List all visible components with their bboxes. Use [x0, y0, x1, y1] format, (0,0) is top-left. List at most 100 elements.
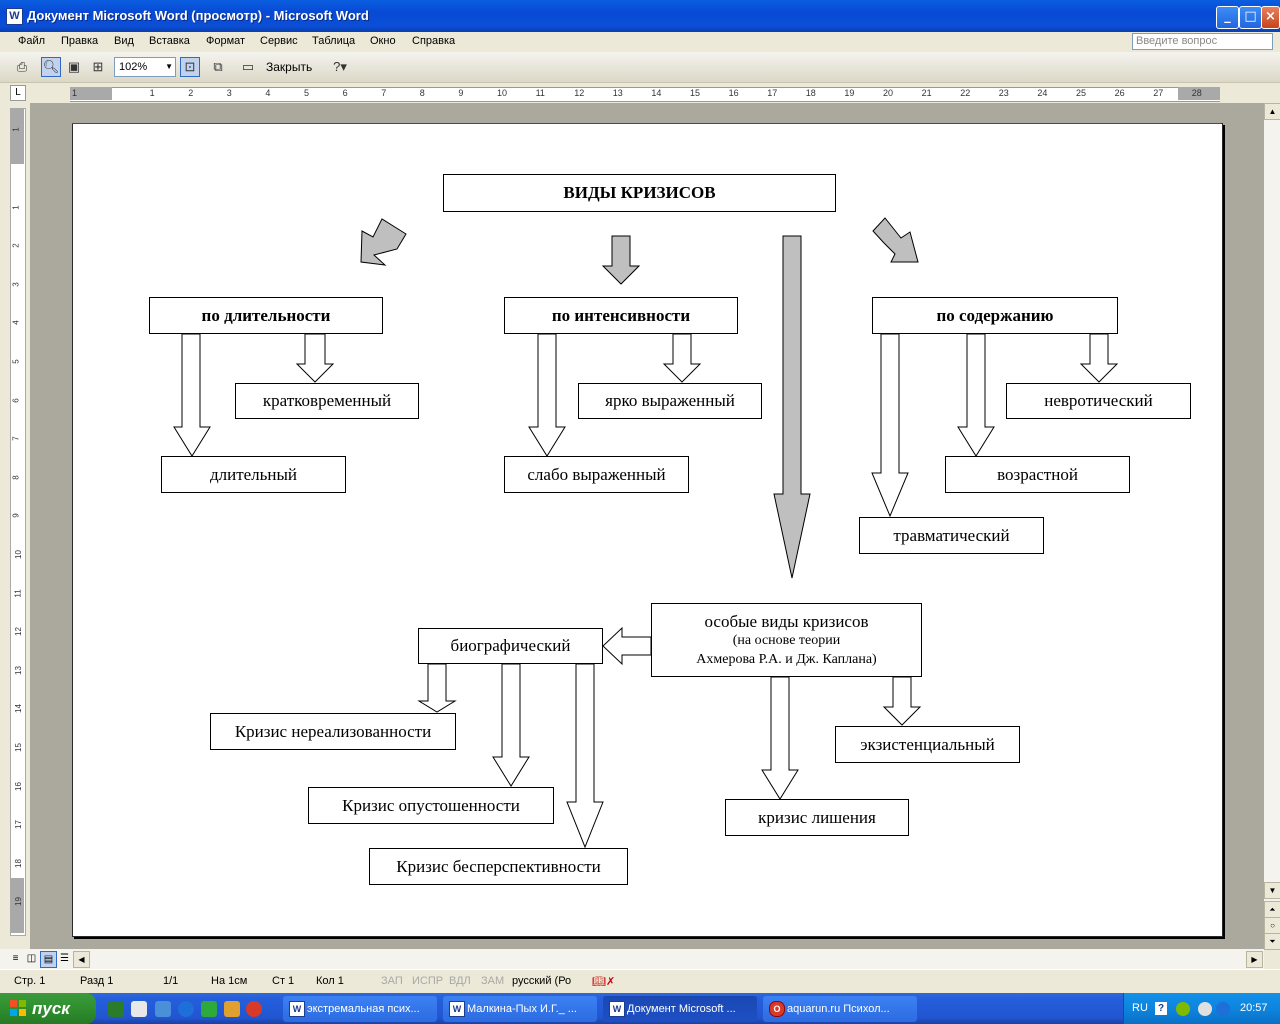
status-ovr[interactable]: ЗАМ: [481, 975, 505, 987]
box-special: особые виды кризисов (на основе теории А…: [651, 603, 922, 677]
internet-explorer-icon[interactable]: [178, 1001, 194, 1017]
messenger-icon[interactable]: [201, 1001, 217, 1017]
clock: 20:57: [1240, 1002, 1268, 1014]
status-trk[interactable]: ИСПР: [412, 975, 444, 987]
ruler-number: 2: [188, 88, 194, 98]
magnifier-icon[interactable]: 🔍︎: [41, 57, 61, 77]
next-page-icon[interactable]: ⏷: [1264, 933, 1280, 950]
multiple-pages-icon[interactable]: ⊞: [92, 59, 104, 74]
ruler-number: 10: [497, 88, 508, 98]
show-desktop-icon[interactable]: [131, 1001, 147, 1017]
status-page: Стр. 1: [14, 975, 46, 987]
outline-view-icon[interactable]: ☰: [60, 953, 69, 964]
menu-insert[interactable]: Вставка: [149, 35, 190, 47]
status-bar: [0, 969, 1280, 994]
close-preview-button[interactable]: Закрыть: [266, 60, 313, 74]
vruler-number: 14: [13, 704, 23, 714]
language-indicator[interactable]: RU: [1132, 1002, 1148, 1014]
special-line2: (на основе теории: [732, 632, 841, 648]
ruler-number: 19: [844, 88, 855, 98]
scroll-left-icon[interactable]: ◀: [73, 951, 90, 968]
menu-help[interactable]: Справка: [412, 35, 456, 47]
menu-format[interactable]: Формат: [206, 35, 246, 47]
scroll-up-icon[interactable]: ▲: [1264, 103, 1280, 120]
box-neurotic: невротический: [1006, 383, 1191, 419]
help-question-input[interactable]: Введите вопрос: [1132, 33, 1273, 50]
help-tray-icon[interactable]: ?: [1155, 1002, 1167, 1015]
document-page[interactable]: [72, 123, 1223, 937]
word-icon: W: [609, 1001, 625, 1017]
context-help-icon[interactable]: ?▾: [333, 59, 347, 74]
media-player-icon[interactable]: [108, 1001, 124, 1017]
one-page-icon[interactable]: ▣: [67, 59, 81, 74]
status-language[interactable]: русский (Ро: [512, 975, 572, 987]
ruler-number: 21: [921, 88, 932, 98]
title-bar: W Документ Microsoft Word (просмотр) - M…: [0, 0, 1280, 32]
zoom-select[interactable]: 102%▼: [114, 57, 176, 77]
box-unrealized: Кризис нереализованности: [210, 713, 456, 750]
collapse-tray-icon[interactable]: [1198, 1002, 1212, 1016]
menu-tools[interactable]: Сервис: [260, 35, 298, 47]
vruler-number: 15: [13, 743, 23, 752]
horizontal-ruler[interactable]: [70, 87, 1220, 102]
box-deprivation: кризис лишения: [725, 799, 909, 836]
horizontal-scrollbar[interactable]: [0, 949, 1264, 969]
status-col: Кол 1: [316, 975, 344, 987]
minimize-button[interactable]: _: [1216, 6, 1239, 29]
print-layout-icon[interactable]: ▤: [40, 951, 57, 968]
box-crisis-types: ВИДЫ КРИЗИСОВ: [443, 174, 836, 212]
menu-table[interactable]: Таблица: [312, 35, 356, 47]
box-weak: слабо выраженный: [504, 456, 689, 493]
scroll-down-icon[interactable]: ▼: [1264, 882, 1280, 899]
browse-object-icon[interactable]: ○: [1264, 917, 1280, 934]
quick-launch-icon[interactable]: [224, 1001, 240, 1017]
status-ext[interactable]: ВДЛ: [449, 975, 471, 987]
vruler-number: 2: [11, 243, 21, 248]
opera-icon[interactable]: [246, 1001, 262, 1017]
network-icon[interactable]: [1176, 1002, 1190, 1016]
word-icon: W: [449, 1001, 465, 1017]
status-rec[interactable]: ЗАП: [381, 975, 403, 987]
page-top-edge: [72, 123, 1221, 124]
vertical-scrollbar[interactable]: ▲ ▼ ⏶ ○ ⏷: [1264, 103, 1280, 950]
box-long-term: длительный: [161, 456, 346, 493]
start-button[interactable]: пуск: [0, 993, 96, 1024]
close-window-button[interactable]: ×: [1261, 6, 1280, 29]
print-icon[interactable]: ⎙: [16, 59, 28, 74]
maximize-button[interactable]: □: [1239, 6, 1262, 29]
spelling-status-icon[interactable]: 📖︎✗: [592, 976, 616, 988]
view-ruler-icon[interactable]: ⊡: [180, 57, 200, 77]
ruler-number: 24: [1037, 88, 1048, 98]
normal-view-icon[interactable]: ≡: [12, 953, 19, 964]
full-screen-icon[interactable]: ▭: [241, 59, 255, 74]
chevron-down-icon: ▼: [165, 62, 173, 71]
box-strong: ярко выраженный: [578, 383, 762, 419]
word-app-icon[interactable]: W: [6, 8, 23, 25]
word-icon: W: [289, 1001, 305, 1017]
menu-edit[interactable]: Правка: [61, 35, 99, 47]
ruler-number: 8: [419, 88, 425, 98]
box-biographical: биографический: [418, 628, 603, 664]
box-by-content: по содержанию: [872, 297, 1118, 334]
scroll-right-icon[interactable]: ▶: [1246, 951, 1263, 968]
tray-app-icon[interactable]: [1216, 1002, 1230, 1016]
box-existential: экзистенциальный: [835, 726, 1020, 763]
menu-file[interactable]: Файл: [18, 35, 46, 47]
tab-selector[interactable]: L: [10, 85, 26, 101]
ruler-number: 15: [690, 88, 701, 98]
ruler-number: 16: [728, 88, 739, 98]
web-view-icon[interactable]: ◫: [26, 953, 37, 964]
task-label-3: Документ Microsoft ...: [627, 1003, 736, 1015]
menu-view[interactable]: Вид: [114, 35, 134, 47]
shrink-to-fit-icon[interactable]: ⧉: [213, 59, 223, 74]
prev-page-icon[interactable]: ⏶: [1264, 901, 1280, 918]
vruler-number: 5: [11, 359, 21, 364]
vertical-ruler[interactable]: [10, 108, 26, 936]
menu-window[interactable]: Окно: [370, 35, 396, 47]
ruler-number: 18: [805, 88, 816, 98]
outlook-icon[interactable]: [155, 1001, 171, 1017]
